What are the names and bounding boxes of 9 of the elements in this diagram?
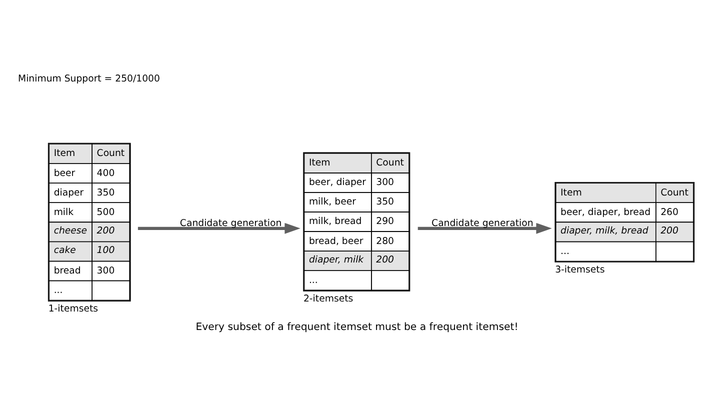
caption: Every subset of a frequent itemset must be a frequent itemset! xyxy=(196,322,518,333)
node-label: 3-itemsets xyxy=(555,264,605,276)
edge-label: Candidate generation xyxy=(432,218,534,229)
label: Minimum Support = 250/1000 xyxy=(18,74,160,85)
node-label: 1-itemsets xyxy=(48,304,98,315)
edge-label: Candidate generation xyxy=(180,218,282,229)
arrow xyxy=(418,222,552,234)
node-label: 2-itemsets xyxy=(303,294,354,305)
arrow xyxy=(138,222,300,234)
